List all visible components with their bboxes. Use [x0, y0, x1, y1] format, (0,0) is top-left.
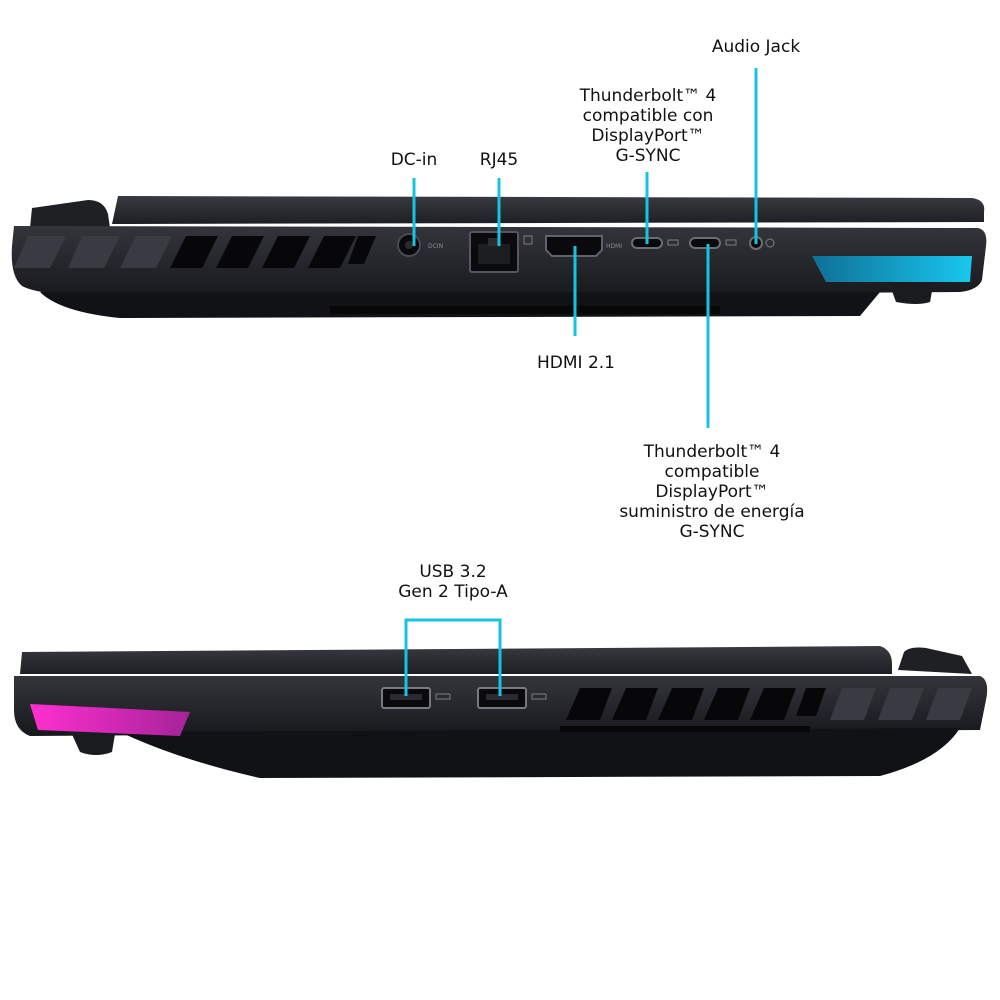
bottom-slot	[330, 306, 720, 314]
pink-light-bar	[30, 704, 190, 736]
laptop-right-side-view	[14, 646, 988, 778]
laptop-bottom	[40, 292, 880, 318]
usb-icon-1	[435, 693, 451, 700]
thunderbolt-icon-1	[667, 239, 679, 246]
right-grille	[830, 688, 972, 720]
rear-foot	[888, 280, 934, 304]
left-grille	[14, 236, 172, 268]
laptop-lid-2	[20, 646, 892, 674]
front-foot	[70, 728, 116, 755]
rear-hinge-2	[898, 647, 972, 674]
callout-lines-top	[412, 68, 758, 428]
dc-in-port-mark: DCIN	[428, 243, 443, 250]
laptop-lid	[112, 196, 985, 224]
vent-slots	[170, 236, 376, 268]
bottom-slot-2	[560, 726, 810, 732]
thunderbolt-icon-2	[725, 239, 737, 246]
network-icon	[523, 235, 533, 245]
label-thunderbolt-a: Thunderbolt™ 4 compatible con DisplayPor…	[579, 86, 717, 166]
hdmi-port-mark: HDMI	[606, 243, 622, 250]
thunderbolt-port-2	[689, 237, 721, 249]
label-rj45: RJ45	[479, 150, 519, 170]
laptop-left-side-view: DCIN HDMI	[11, 196, 987, 318]
cyan-light-bar	[812, 256, 972, 282]
label-audio-jack: Audio Jack	[711, 37, 801, 57]
label-dc-in: DC-in	[390, 150, 438, 170]
callout-usb-a	[404, 618, 502, 696]
label-thunderbolt-b: Thunderbolt™ 4 compatible DisplayPort™ s…	[619, 442, 805, 542]
label-hdmi: HDMI 2.1	[537, 353, 615, 373]
callout-lines-bottom	[404, 618, 502, 696]
laptop-bottom-2	[120, 728, 960, 778]
usb-icon-2	[531, 693, 547, 700]
vent-slots-2	[566, 688, 826, 720]
headphone-icon	[765, 238, 775, 248]
rear-hinge	[30, 200, 110, 228]
label-usb-a: USB 3.2 Gen 2 Tipo-A	[398, 562, 508, 602]
